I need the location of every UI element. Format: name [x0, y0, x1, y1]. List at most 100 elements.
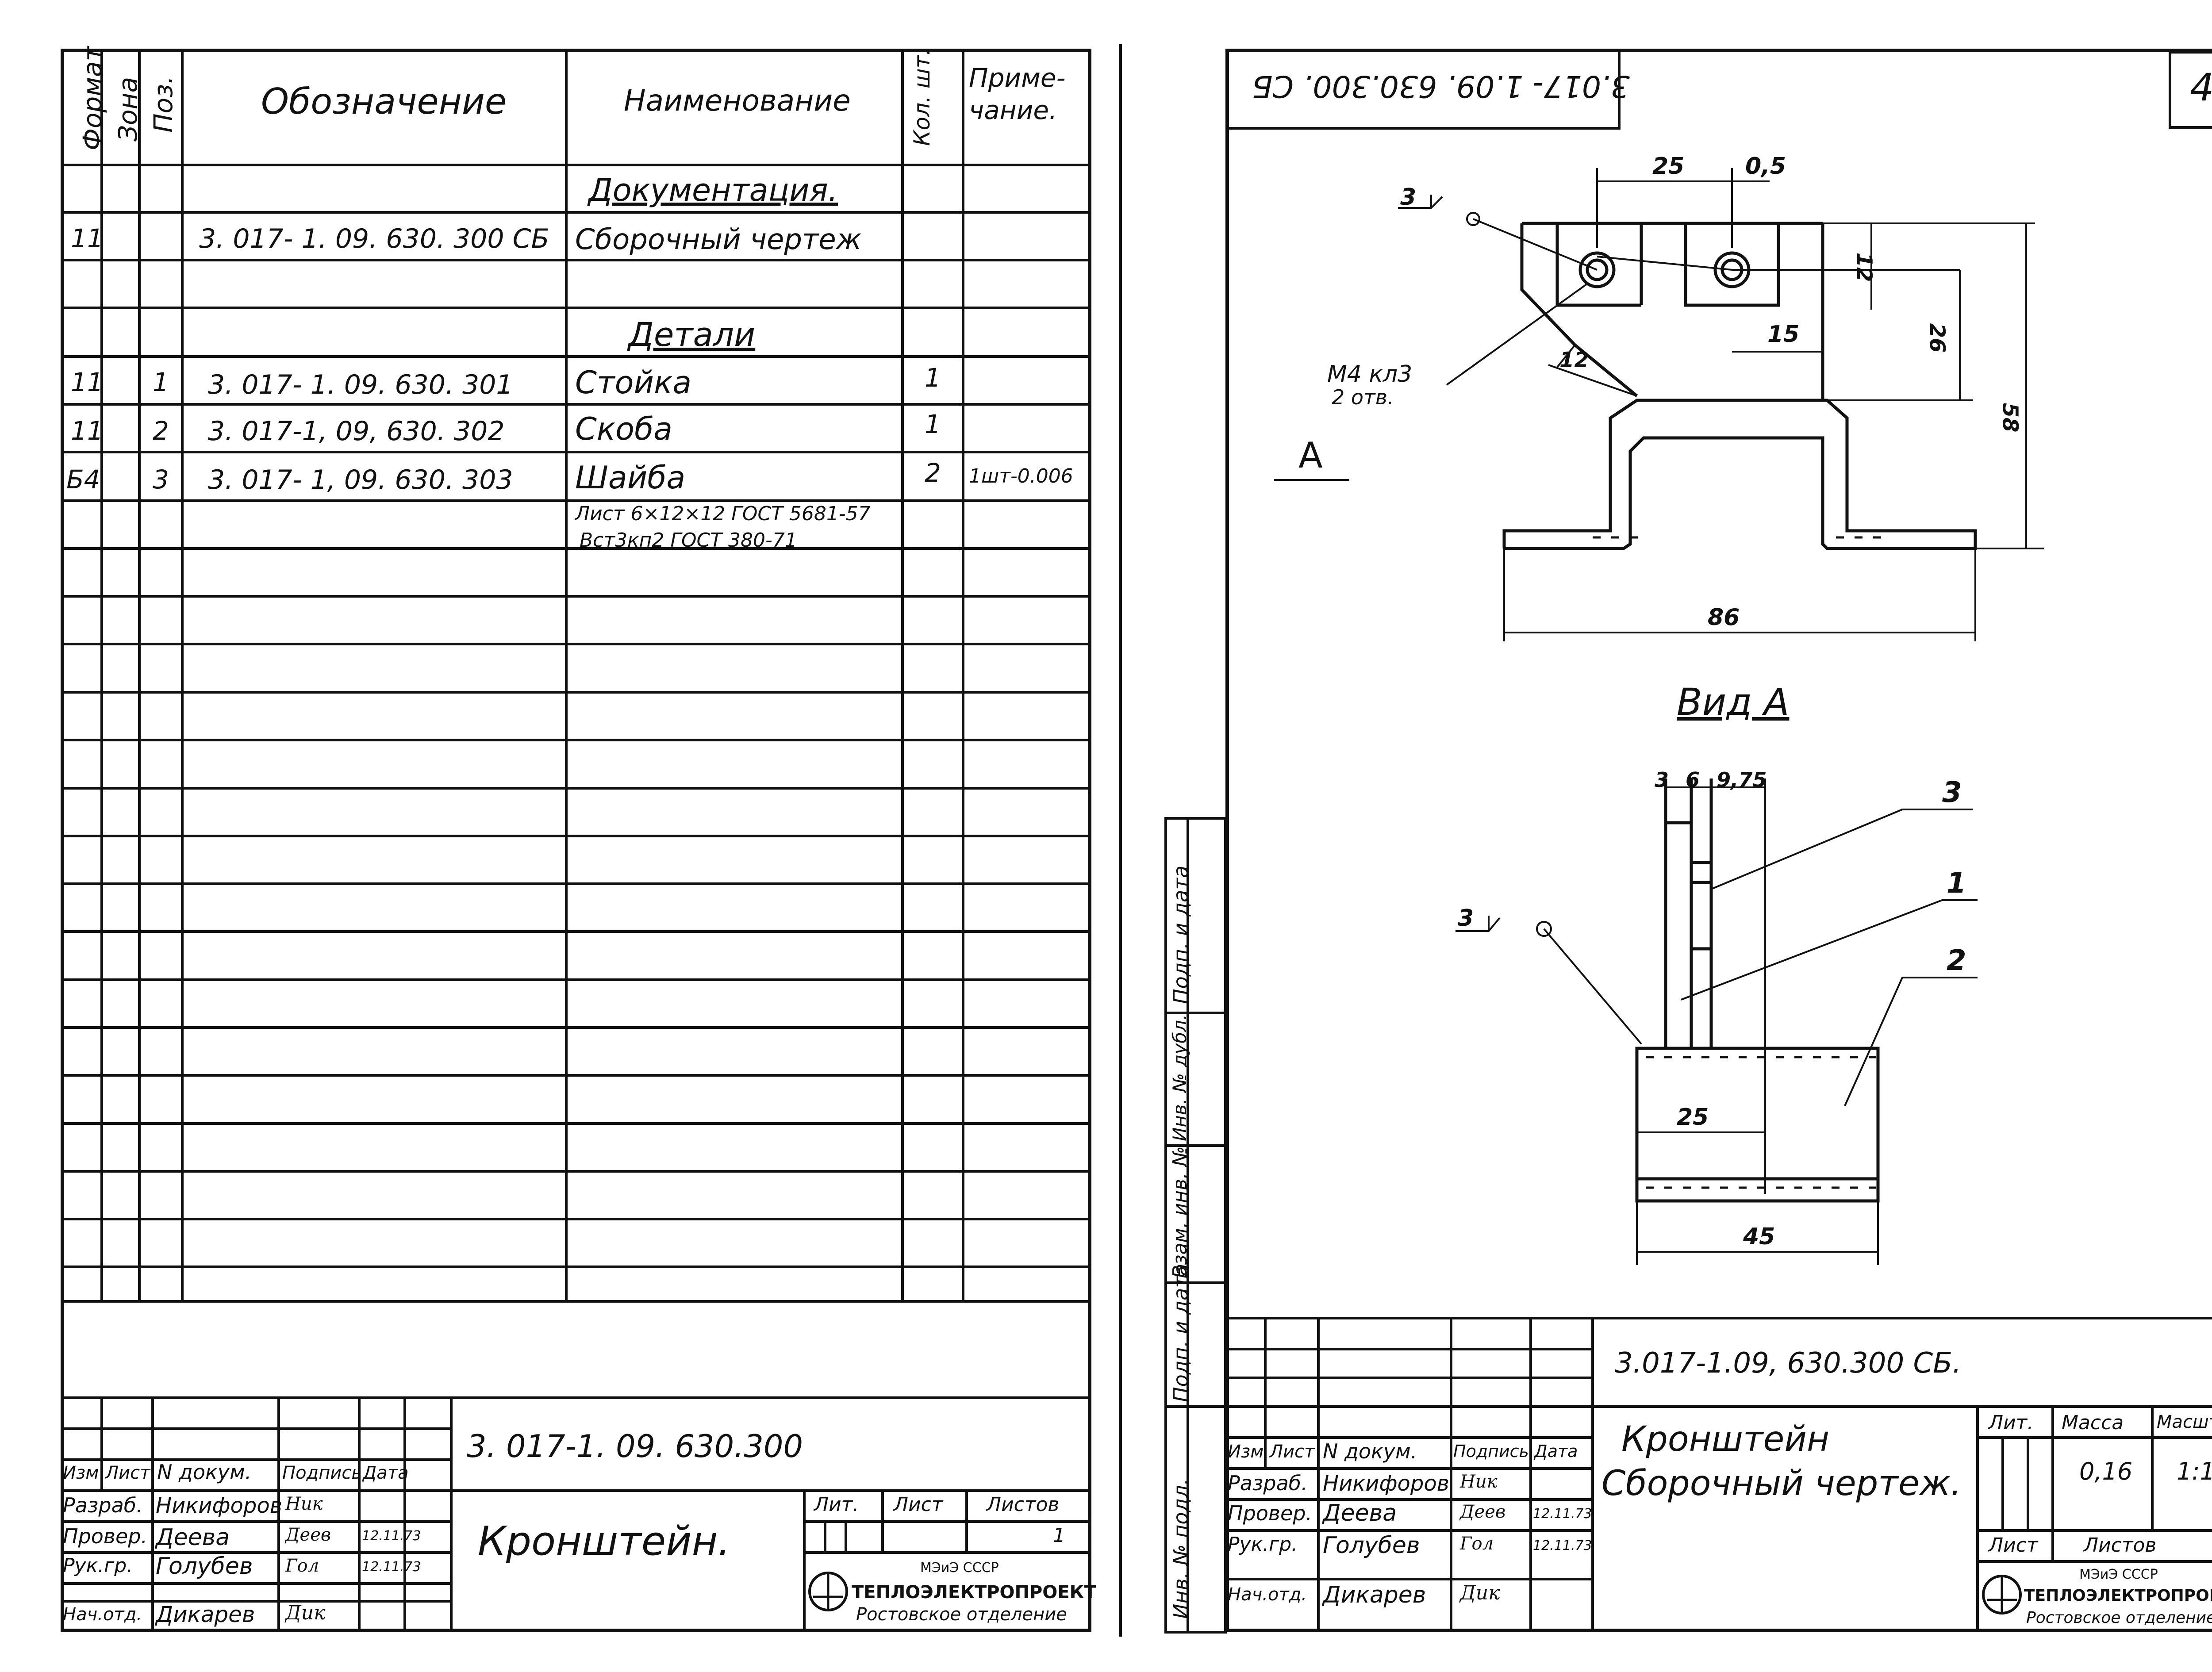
right-rev-h-list: Лист — [1270, 1442, 1315, 1462]
right-role-1-name: Никифоров — [1323, 1471, 1450, 1496]
left-org-top: МЭиЭ СССР — [920, 1560, 999, 1576]
right-doc-code: 3.017-1.09, 630.300 СБ. — [1615, 1347, 1962, 1380]
dim-975: 9,75 — [1717, 768, 1767, 792]
row-2-designation: 3. 017- 1. 09. 630. 300 СБ — [199, 223, 549, 254]
row-6-format: 11 — [71, 416, 104, 446]
right-sheet — [1225, 49, 2212, 1632]
right-role-4: Нач.отд. — [1228, 1584, 1307, 1605]
row-6-designation: 3. 017-1, 09, 630. 302 — [208, 416, 505, 447]
dim-45: 45 — [1743, 1223, 1775, 1250]
left-rev-h-sign: Подпись — [282, 1463, 362, 1483]
right-org-top: МЭиЭ СССР — [2079, 1567, 2158, 1582]
left-role-1-sign: Ник — [285, 1494, 323, 1514]
right-role-3: Рук.гр. — [1228, 1533, 1298, 1556]
section-letter: А — [1298, 435, 1323, 476]
left-lit-label: Лит. — [814, 1493, 859, 1516]
right-title-2: Сборочный чертеж. — [1601, 1464, 1962, 1503]
page-number: 41 — [2190, 65, 2212, 110]
left-role-2-name: Деева — [156, 1524, 230, 1551]
left-sheets-value: 1 — [1053, 1524, 1065, 1547]
dim-12b: 12 — [1559, 348, 1589, 372]
left-role-3: Рук.гр. — [63, 1554, 133, 1577]
dim-86: 86 — [1708, 604, 1740, 631]
row-5-qty: 1 — [925, 363, 941, 393]
material-line-1: Лист 6×12×12 ГОСТ 5681-57 — [575, 502, 871, 525]
thread-note-1: М4 кл3 — [1327, 361, 1413, 387]
col-header-note: Приме-чание. — [969, 63, 1066, 125]
left-role-3-sign: Гол — [285, 1556, 319, 1576]
col-header-designation: Обозначение — [261, 81, 507, 122]
callout-1: 1 — [1947, 867, 1966, 900]
right-rev-h-izm: Изм — [1228, 1442, 1264, 1462]
dim-05: 0,5 — [1745, 153, 1786, 180]
row-6-qty: 1 — [925, 409, 941, 439]
thread-note-2: 2 отв. — [1332, 385, 1394, 409]
right-role-2-name: Деева — [1323, 1500, 1397, 1526]
material-line-2: Вст3кп2 ГОСТ 380-71 — [580, 529, 797, 552]
left-rev-h-doc: N докум. — [157, 1460, 252, 1484]
row-2-format: 11 — [71, 223, 104, 253]
row-7-pos: 3 — [153, 464, 169, 495]
left-role-4: Нач.отд. — [63, 1604, 142, 1625]
right-role-1-sign: Ник — [1460, 1472, 1498, 1492]
row-7-name: Шайба — [575, 460, 686, 496]
left-role-4-name: Дикарев — [156, 1602, 255, 1627]
right-sheets-label: Листов — [2084, 1534, 2157, 1557]
left-rev-h-date: Дата — [363, 1463, 409, 1483]
left-sheet — [61, 49, 1091, 1632]
right-org-branch: Ростовское отделение — [2026, 1609, 2212, 1627]
left-role-3-date: 12.11.73 — [362, 1559, 421, 1575]
row-6-name: Скоба — [575, 411, 673, 447]
left-role-2-sign: Деев — [285, 1525, 331, 1545]
dim-3: 3 — [1655, 768, 1669, 792]
row-2-name: Сборочный чертеж — [575, 223, 862, 256]
row-5-designation: 3. 017- 1. 09. 630. 301 — [208, 369, 513, 400]
right-org-logo-icon — [1982, 1575, 2022, 1614]
right-role-3-date: 12.11.73 — [1533, 1538, 1592, 1553]
sheet-separator — [1119, 44, 1122, 1637]
right-role-4-sign: Дик — [1460, 1582, 1500, 1604]
right-rev-h-doc: N докум. — [1323, 1439, 1417, 1463]
dim-25b: 25 — [1677, 1104, 1709, 1131]
row-5-name: Стойка — [575, 364, 692, 401]
dim-6: 6 — [1686, 768, 1700, 792]
right-org-name: ТЕПЛОЭЛЕКТРОПРОЕКТ — [2024, 1587, 2212, 1605]
right-rev-h-date: Дата — [1534, 1442, 1578, 1461]
left-rev-h-list: Лист — [105, 1463, 150, 1483]
callout-3: 3 — [1942, 776, 1962, 809]
left-org-branch: Ростовское отделение — [856, 1604, 1067, 1625]
left-org-name: ТЕПЛОЭЛЕКТРОПРОЕКТ — [852, 1582, 1096, 1603]
row-4-name: Детали — [628, 316, 756, 354]
view-label: Вид А — [1677, 680, 1790, 724]
left-rev-h-izm: Изм — [63, 1463, 99, 1483]
row-7-note: 1шт-0.006 — [969, 465, 1073, 487]
right-title-1: Кронштейн — [1621, 1419, 1830, 1459]
right-mass-value: 0,16 — [2079, 1457, 2133, 1485]
right-role-4-name: Дикарев — [1323, 1582, 1426, 1608]
right-sheet-label: Лист — [1989, 1534, 2038, 1557]
left-sheet-label: Лист — [894, 1493, 943, 1516]
right-role-2: Провер. — [1228, 1501, 1313, 1525]
row-7-format: Б4 — [66, 464, 100, 495]
right-scale-value: 1:1 — [2177, 1457, 2212, 1485]
right-role-2-sign: Деев — [1460, 1502, 1506, 1522]
left-role-2-date: 12.11.73 — [362, 1528, 421, 1544]
weld-mark-side: 3 — [1458, 905, 1474, 932]
weld-mark-top: 3 — [1400, 184, 1417, 211]
right-role-1: Разраб. — [1228, 1471, 1308, 1495]
col-header-name: Наименование — [624, 84, 851, 118]
row-6-pos: 2 — [153, 416, 169, 446]
left-title: Кронштейн. — [478, 1518, 731, 1565]
left-role-1: Разраб. — [63, 1493, 143, 1517]
left-doc-code: 3. 017-1. 09. 630.300 — [467, 1428, 803, 1465]
right-role-3-sign: Гол — [1460, 1534, 1494, 1554]
dim-25: 25 — [1652, 153, 1685, 180]
row-5-pos: 1 — [153, 367, 169, 397]
left-sheets-label: Листов — [987, 1493, 1060, 1516]
right-rev-h-sign: Подпись — [1453, 1442, 1529, 1461]
